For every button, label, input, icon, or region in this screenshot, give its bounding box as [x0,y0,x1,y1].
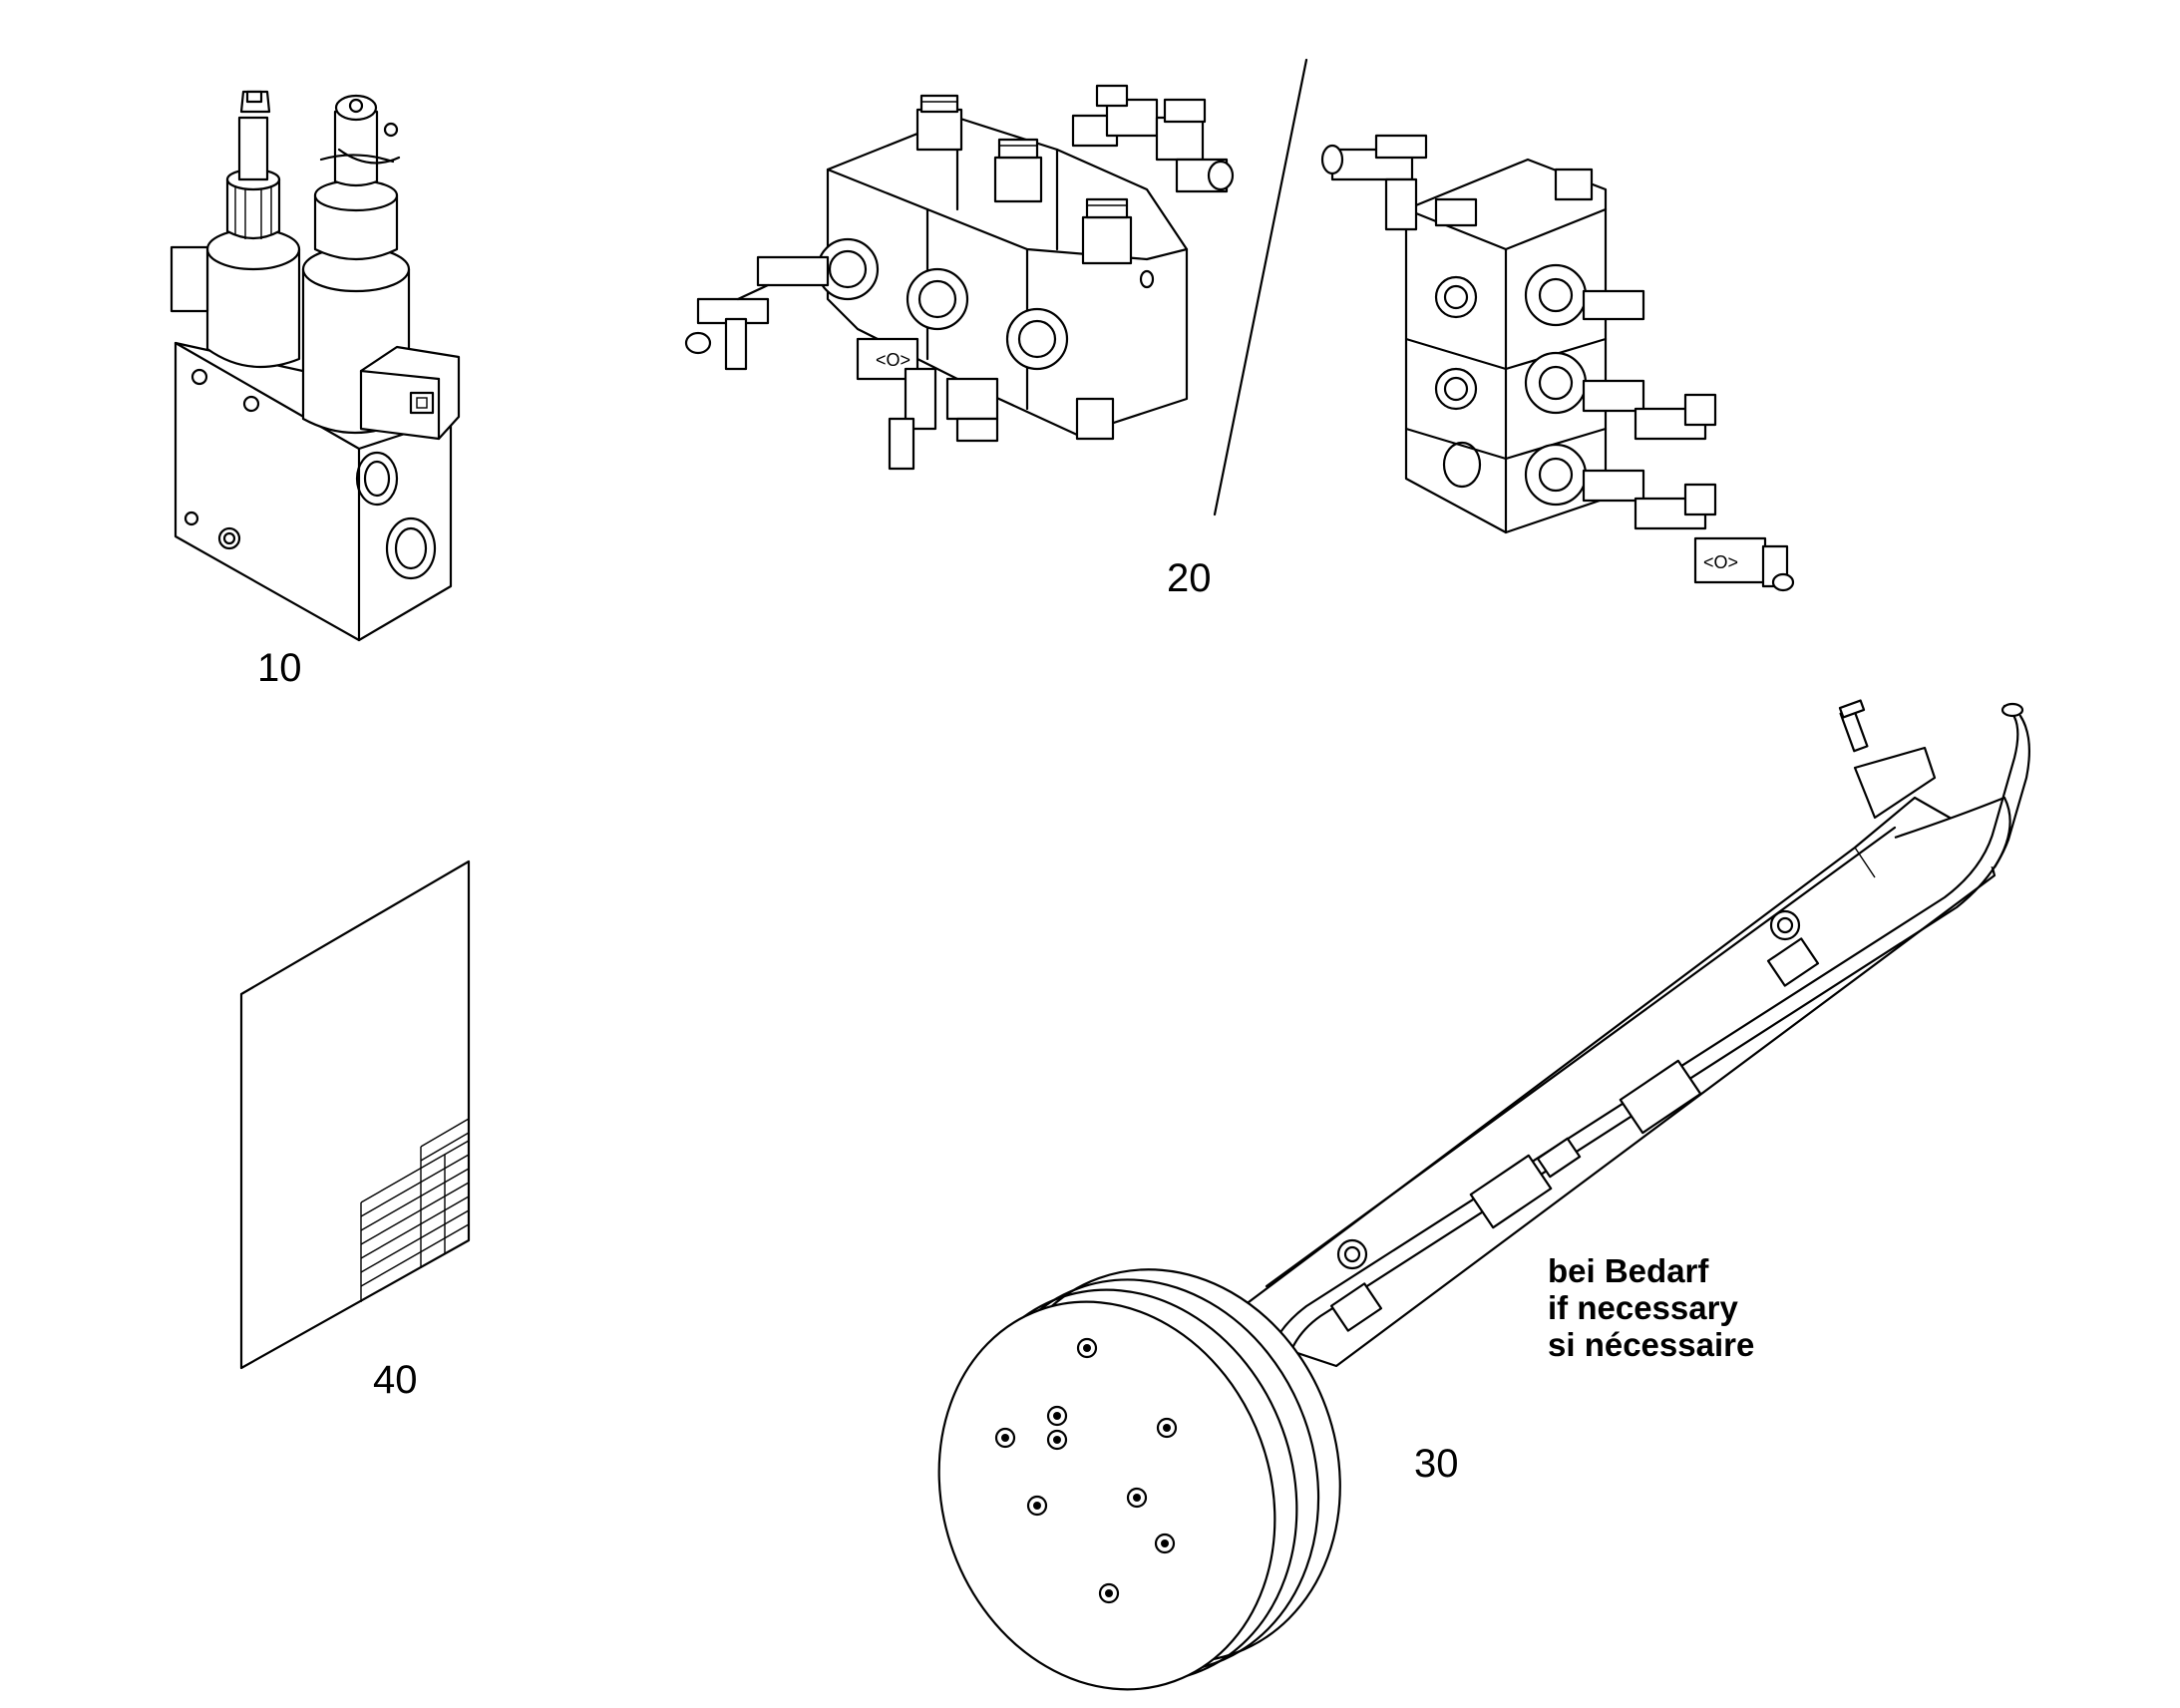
note-line-english: if necessary [1548,1289,1738,1326]
note-line-german: bei Bedarf [1548,1252,1709,1289]
part-label-40: 40 [373,1358,418,1402]
valve-manifold-20-left: <O> [684,84,1235,471]
part-label-10: 10 [257,646,302,690]
arm-assembly-30 [937,699,2030,1691]
svg-text:<O>: <O> [876,350,910,370]
svg-text:<O>: <O> [1703,552,1738,572]
valve-manifold-20-right: <O> [1320,134,1795,592]
usage-note: bei Bedarf if necessary si nécessaire [1548,1252,1754,1363]
valve-block-10 [170,90,461,642]
divider-line [1213,58,1308,516]
document-sheet-40 [239,859,471,1370]
part-label-30: 30 [1414,1442,1459,1486]
part-label-20: 20 [1167,556,1212,600]
note-line-french: si nécessaire [1548,1326,1755,1363]
